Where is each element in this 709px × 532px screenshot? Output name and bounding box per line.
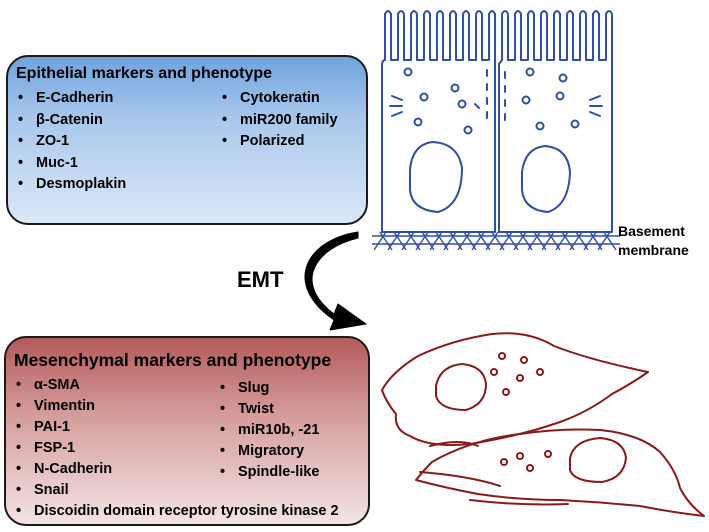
mesenchymal-marker: miR10b, -21 <box>216 420 319 441</box>
epithelial-markers-list-right: Cytokeratin miR200 family Polarized <box>218 88 338 153</box>
emt-arrow <box>304 231 367 331</box>
mesenchymal-cell-upper <box>381 332 649 446</box>
emt-label: EMT <box>237 267 284 292</box>
mesenchymal-markers-list-right: Slug Twist miR10b, -21 Migratory Spindle… <box>216 378 319 483</box>
mesenchymal-marker: Vimentin <box>12 396 339 417</box>
epithelial-markers-box: Epithelial markers and phenotype E-Cadhe… <box>6 55 368 225</box>
basement-membrane-label: Basement membrane <box>618 222 689 260</box>
epithelial-marker: ZO-1 <box>14 131 126 153</box>
mesenchymal-marker: Twist <box>216 399 319 420</box>
mesenchymal-markers-box: Mesenchymal markers and phenotype α-SMA … <box>4 336 370 526</box>
mesenchymal-marker: PAI-1 <box>12 417 339 438</box>
mesenchymal-marker: N-Cadherin <box>12 459 339 480</box>
epithelial-marker: Cytokeratin <box>218 88 338 110</box>
basement-membrane <box>372 231 620 251</box>
epithelial-marker: β-Catenin <box>14 110 126 132</box>
mesenchymal-marker: Discoidin domain receptor tyrosine kinas… <box>12 501 339 522</box>
mesenchymal-marker: FSP-1 <box>12 438 339 459</box>
mesenchymal-cell-lower <box>415 428 705 517</box>
mesenchymal-marker: Migratory <box>216 441 319 462</box>
epithelial-markers-list-left: E-Cadherin β-Catenin ZO-1 Muc-1 Desmopla… <box>14 88 126 196</box>
basement-label-line2: membrane <box>618 242 689 258</box>
mesenchymal-marker: Slug <box>216 378 319 399</box>
mesenchymal-marker: Spindle-like <box>216 462 319 483</box>
basement-label-line1: Basement <box>618 223 685 239</box>
epithelial-nucleus-left <box>409 141 463 213</box>
epithelial-cell-left <box>381 10 496 233</box>
mesenchymal-cells <box>381 332 705 517</box>
mesenchymal-markers-list-left: α-SMA Vimentin PAI-1 FSP-1 N-Cadherin Sn… <box>12 375 339 522</box>
mesenchymal-title: Mesenchymal markers and phenotype <box>14 350 332 370</box>
epithelial-cell-right <box>498 10 613 233</box>
mesenchymal-marker: α-SMA <box>12 375 339 396</box>
epithelial-cells <box>381 10 613 233</box>
mesenchymal-marker: Snail <box>12 480 339 501</box>
epithelial-nucleus-right <box>521 145 571 213</box>
epithelial-title: Epithelial markers and phenotype <box>16 65 273 82</box>
epithelial-marker: miR200 family <box>218 110 338 132</box>
mesenchymal-nucleus-lower <box>569 437 627 483</box>
epithelial-marker: E-Cadherin <box>14 88 126 110</box>
mesenchymal-nucleus-upper <box>435 363 487 411</box>
epithelial-marker: Muc-1 <box>14 153 126 175</box>
epithelial-marker: Desmoplakin <box>14 174 126 196</box>
epithelial-marker: Polarized <box>218 131 338 153</box>
